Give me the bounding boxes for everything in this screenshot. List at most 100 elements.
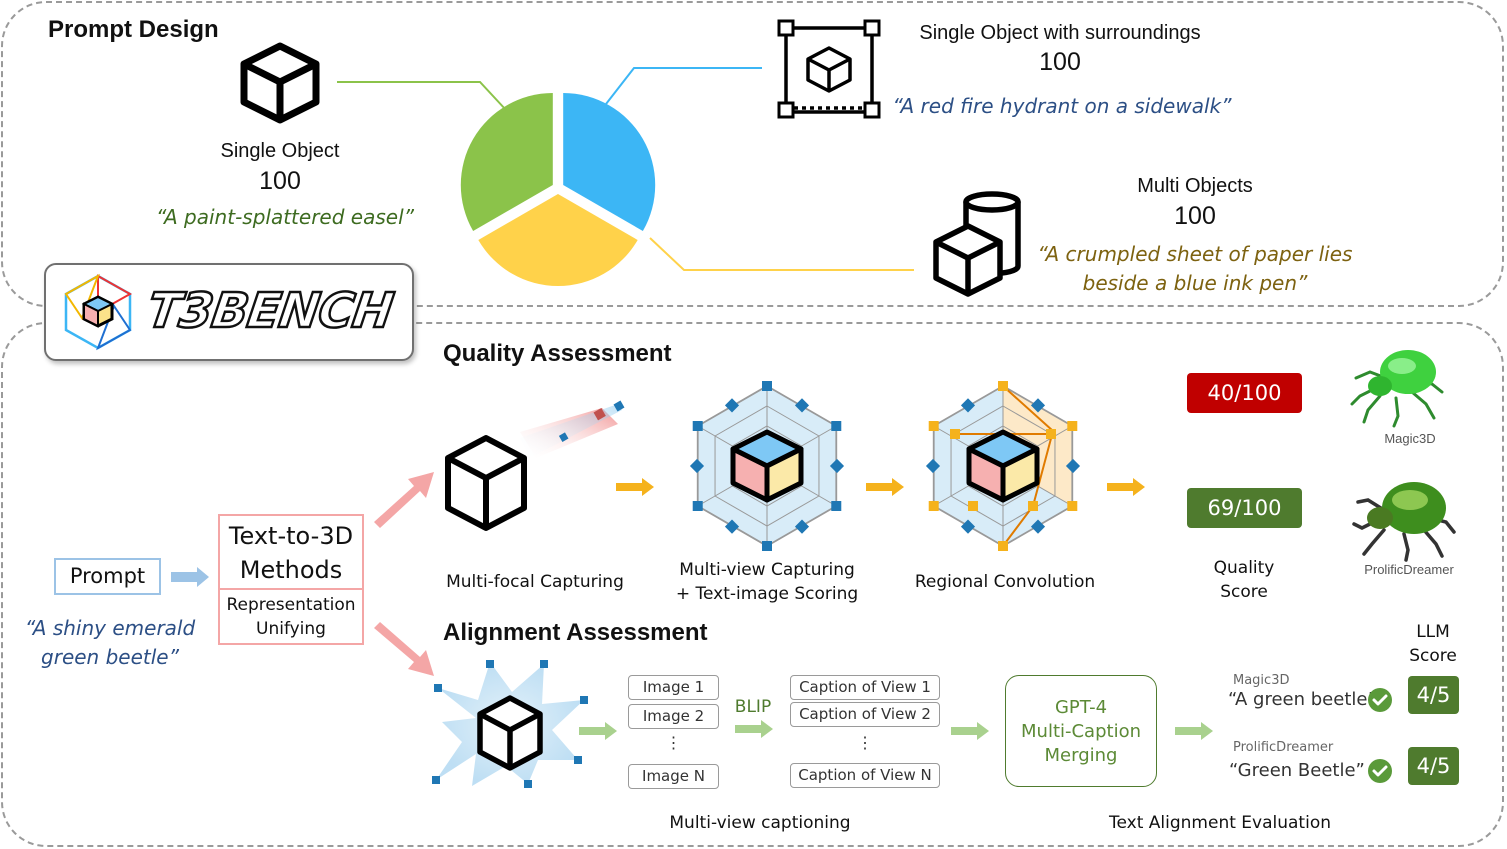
methods-line2: Methods <box>239 556 343 584</box>
quality-step1-label: Multi-focal Capturing <box>446 572 624 592</box>
alignment-branch-arrow <box>374 622 434 676</box>
quality-step2-line2: + Text-image Scoring <box>675 584 859 604</box>
logo-box: T3BENCH <box>44 263 414 361</box>
quality-score-line1: Quality <box>1213 558 1275 578</box>
surroundings-connector <box>605 67 762 105</box>
quality-branch-arrow <box>374 472 434 528</box>
single-object-example: “A paint-splattered easel” <box>156 205 414 229</box>
logo-emblem-icon <box>64 273 133 351</box>
camera-marker <box>794 519 810 534</box>
camera-marker <box>762 541 772 551</box>
surroundings-count: 100 <box>1039 48 1081 76</box>
caption-box-n: Caption of View N <box>790 763 940 788</box>
camera-marker <box>829 458 845 474</box>
connector-lines <box>337 67 914 271</box>
region-path <box>1002 385 1055 547</box>
multi-objects-icon <box>933 191 1021 297</box>
quality-title: Quality Assessment <box>443 340 672 367</box>
unify-line1: Representation <box>226 595 356 615</box>
gpt4-line3: Merging <box>1044 745 1118 766</box>
cube-right <box>764 446 804 503</box>
caption-box-1: Caption of View 1 <box>790 675 940 700</box>
camera-marker <box>928 501 939 511</box>
surroundings-icon <box>777 19 881 119</box>
magic3d-name: Magic3D <box>1233 673 1290 688</box>
alignment-capture-diagram <box>432 660 588 788</box>
regional-convolution-diagram <box>925 381 1081 551</box>
prompt-design-title: Prompt Design <box>48 16 219 43</box>
camera-marker <box>724 398 740 413</box>
quality-arrow-2 <box>866 478 904 496</box>
blip-label: BLIP <box>734 697 772 717</box>
camera-marker <box>1030 519 1046 534</box>
multi-focal-cube-icon <box>445 400 625 531</box>
multi-objects-connector <box>649 237 914 271</box>
gpt4-line2: Multi-Caption <box>1021 721 1141 742</box>
magic3d-quality-score: 40/100 <box>1187 373 1302 413</box>
alignment-arrow-4 <box>1175 722 1213 740</box>
camera-marker <box>928 421 939 431</box>
camera-marker <box>1030 398 1046 413</box>
prolificdreamer-model-label: ProlificDreamer <box>1364 562 1454 577</box>
magic3d-model-label: Magic3D <box>1384 431 1436 446</box>
assessment-panel <box>1 322 1504 847</box>
prolificdreamer-beetle-image <box>1352 482 1456 562</box>
unify-box: Representation Unifying <box>218 590 364 645</box>
quality-score-line2: Score <box>1220 582 1268 602</box>
methods-line1: Text-to-3D <box>228 522 354 550</box>
prompt-box: Prompt <box>54 558 161 595</box>
camera-marker <box>831 421 842 431</box>
camera-marker <box>689 458 705 474</box>
camera-marker <box>960 398 976 413</box>
prompt-arrow <box>171 567 209 587</box>
caption-box-2: Caption of View 2 <box>790 702 940 727</box>
gpt4-line1: GPT-4 <box>1054 697 1108 718</box>
image-box-n: Image N <box>628 764 719 789</box>
camera-marker <box>692 421 703 431</box>
image-box-1: Image 1 <box>628 675 719 700</box>
camera-marker <box>794 398 810 413</box>
llm-score-line2: Score <box>1409 646 1457 666</box>
alignment-title: Alignment Assessment <box>443 619 708 646</box>
unify-line2: Unifying <box>256 619 326 639</box>
prolificdreamer-llm-score: 4/5 <box>1408 747 1459 785</box>
camera-marker <box>724 519 740 534</box>
surroundings-example: “A red fire hydrant on a sidewalk” <box>892 94 1232 118</box>
check-icon <box>1368 759 1392 783</box>
quality-step2-line1: Multi-view Capturing <box>679 560 855 580</box>
region-marker <box>1046 429 1056 439</box>
prompt-example-line1: “A shiny emerald <box>24 616 196 640</box>
region-marker <box>968 501 978 511</box>
llm-score-line1: LLM <box>1416 622 1450 642</box>
multi-objects-label: Multi Objects <box>1137 175 1253 197</box>
prompt-label: Prompt <box>69 564 146 588</box>
prolificdreamer-name: ProlificDreamer <box>1233 740 1334 755</box>
multi-objects-example-line2: beside a blue ink pen” <box>1082 271 1308 295</box>
camera-marker <box>1067 421 1078 431</box>
image-ellipsis: ⋮ <box>665 735 682 752</box>
logo-text: T3BENCH <box>143 282 397 341</box>
multi-objects-example-line1: “A crumpled sheet of paper lies <box>1037 242 1353 266</box>
image-box-2: Image 2 <box>628 704 719 729</box>
camera-marker <box>1065 458 1081 474</box>
cube-icon <box>240 42 320 124</box>
alignment-arrow-1 <box>579 722 617 740</box>
single-object-label: Single Object <box>220 140 340 162</box>
text-alignment-evaluation-label: Text Alignment Evaluation <box>1109 813 1331 833</box>
camera-marker <box>998 381 1008 391</box>
single-object-count: 100 <box>259 167 301 195</box>
pie-slice-multi-objects <box>478 194 638 286</box>
prompt-design-panel <box>1 1 1504 307</box>
alignment-arrow-2 <box>735 720 773 738</box>
magic3d-llm-score: 4/5 <box>1408 676 1459 714</box>
surroundings-label: Single Object with surroundings <box>919 22 1201 44</box>
cube-right <box>1000 446 1040 503</box>
camera-marker <box>960 519 976 534</box>
quality-step3-label: Regional Convolution <box>914 572 1096 592</box>
camera-marker <box>998 541 1008 551</box>
camera-marker <box>762 381 772 391</box>
region-marker <box>1028 501 1038 511</box>
multi-view-diagram <box>689 381 845 551</box>
check-icon <box>1368 688 1392 712</box>
prolific-quality-score: 69/100 <box>1187 488 1302 528</box>
